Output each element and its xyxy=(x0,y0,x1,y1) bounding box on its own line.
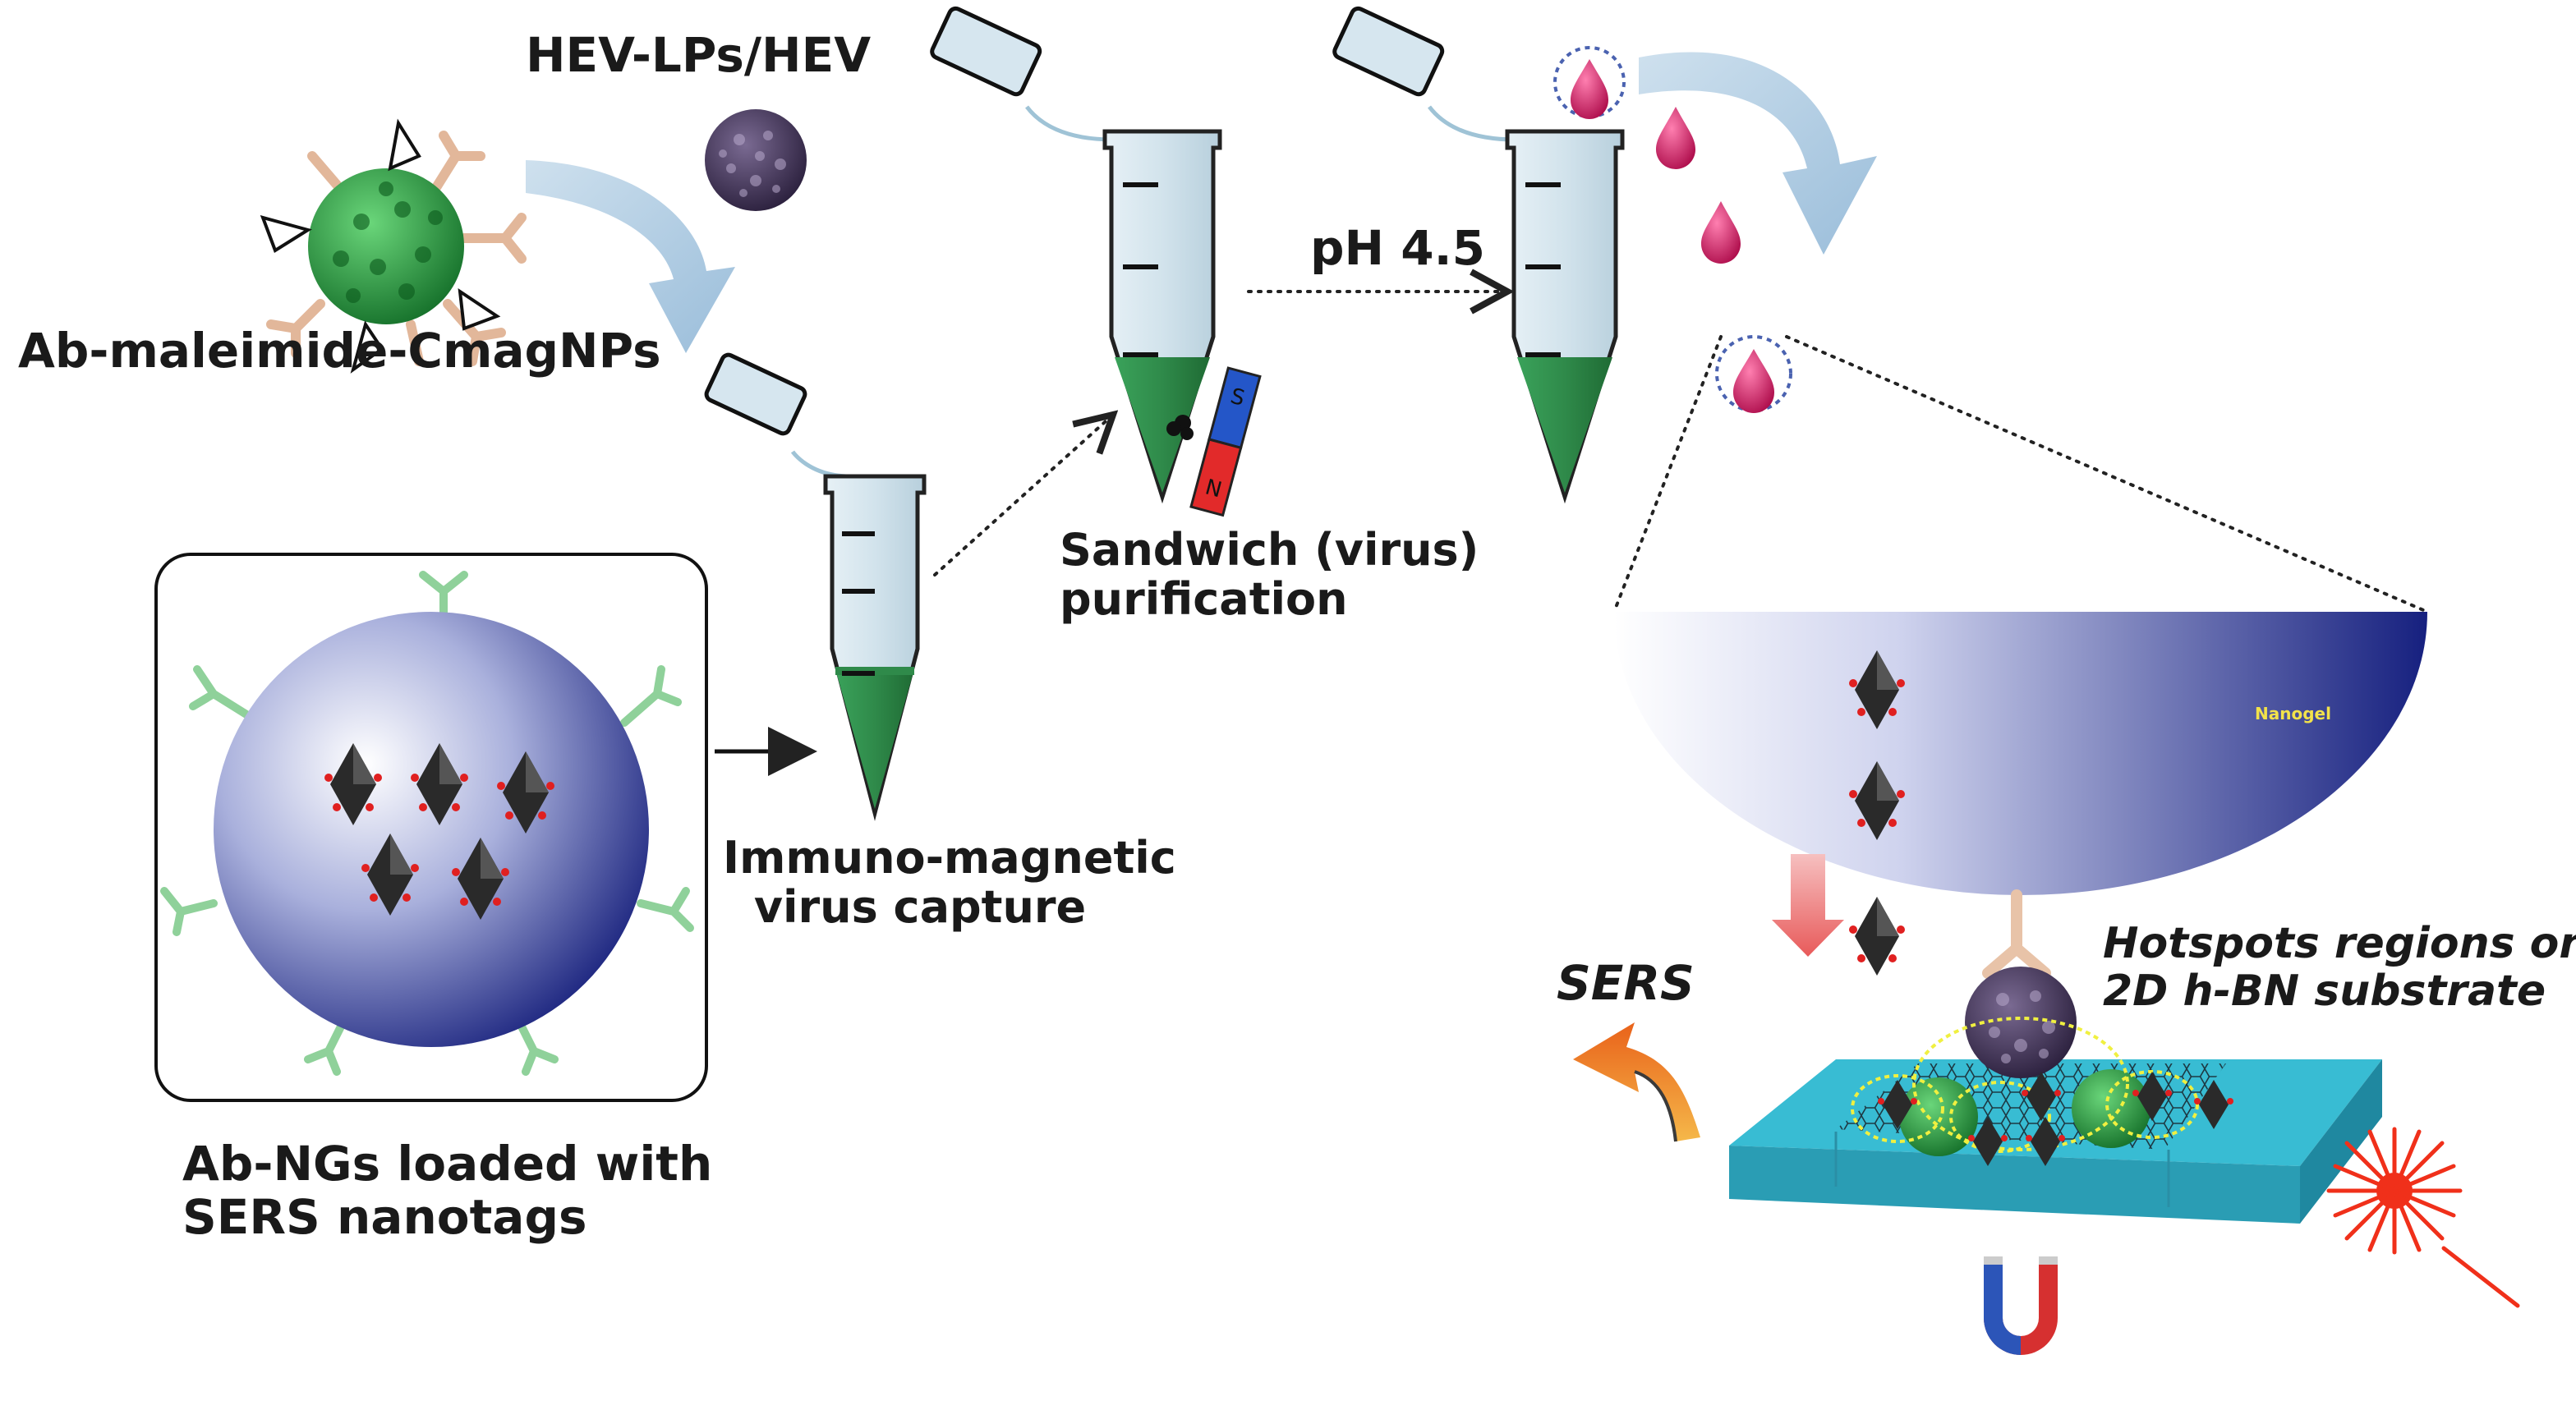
hotspots-line-1: Hotspots regions on xyxy=(2103,919,2576,968)
sers-arrow xyxy=(1573,1022,1700,1141)
sandwich-line-2: purification xyxy=(1060,573,1348,626)
sers-label: SERS xyxy=(1557,955,1695,1011)
sers-nanotag-group xyxy=(1878,1072,2233,1166)
eppendorf-tube-icon xyxy=(1332,6,1625,504)
sandwich-line-1: Sandwich (virus) xyxy=(1060,524,1479,576)
guide-arrow-1 xyxy=(526,160,735,353)
ab-ngs-line-2: SERS nanotags xyxy=(182,1188,587,1245)
eppendorf-tube-icon xyxy=(704,352,927,821)
droplet-icon xyxy=(1553,46,1792,413)
hotspots-label: Hotspots regions on 2D h-BN substrate xyxy=(2103,919,2576,1017)
magnet-icon: S N xyxy=(1189,366,1262,517)
nanogel-bowl xyxy=(1614,612,2427,895)
immuno-capture-line-1: Immuno-magnetic xyxy=(723,832,1176,884)
ab-ngs-label: Ab-NGs loaded with SERS nanotags xyxy=(182,1137,712,1244)
ab-ngs-line-1: Ab-NGs loaded with xyxy=(182,1136,713,1192)
cmag-nanoparticle-icon xyxy=(260,118,527,374)
antibody-icon xyxy=(1982,889,2051,979)
ab-cmag-label: Ab-maleimide-CmagNPs xyxy=(18,323,661,379)
laser-burst-icon xyxy=(2326,1127,2520,1308)
nanogel-label: Nanogel xyxy=(2255,704,2331,723)
eppendorf-tube-icon xyxy=(930,6,1222,504)
antibody-icon xyxy=(160,571,694,1076)
sandwich-label: Sandwich (virus) purification xyxy=(1060,524,1479,626)
immuno-capture-label: Immuno-magnetic virus capture xyxy=(723,832,1176,934)
sers-nanotag-group xyxy=(1849,650,1905,976)
hev-label: HEV-LPs/HEV xyxy=(526,27,872,83)
sers-nanotag-group xyxy=(324,743,554,920)
virus-particle-icon xyxy=(705,109,807,211)
magnet-icon xyxy=(1984,1256,2058,1355)
nanogel-sphere xyxy=(214,612,649,1047)
virus-particle-icon xyxy=(1965,967,2077,1078)
ph-label: pH 4.5 xyxy=(1310,220,1485,276)
guide-arrow-2 xyxy=(1639,52,1877,255)
dotted-arrow-capture-to-sandwich xyxy=(933,415,1113,576)
down-arrow xyxy=(1772,854,1844,957)
hotspots-line-2: 2D h-BN substrate xyxy=(2103,967,2546,1017)
immuno-capture-line-2: virus capture xyxy=(753,881,1087,934)
magnet-s-label: S xyxy=(1228,384,1248,411)
